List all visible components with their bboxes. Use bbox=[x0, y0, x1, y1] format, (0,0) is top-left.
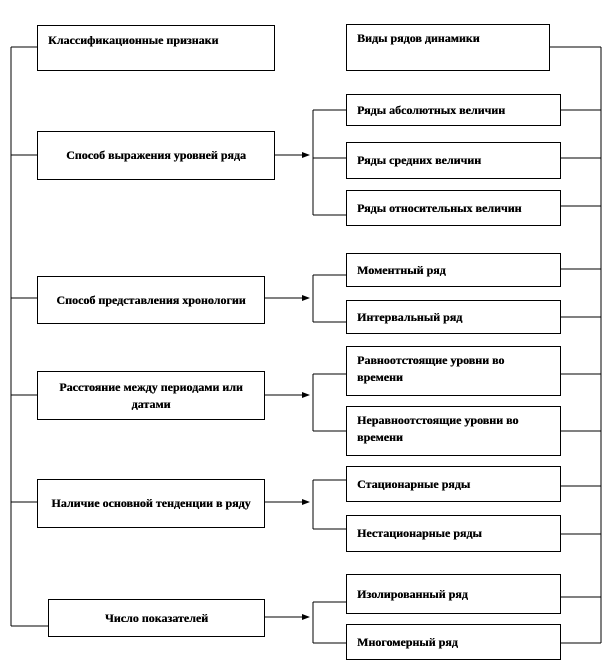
criterion-box-level-expression: Способ выражения уровней ряда bbox=[37, 131, 275, 180]
type-box-relative: Ряды относительных величин bbox=[346, 190, 561, 226]
type-label: Ряды абсолютных величин bbox=[357, 102, 506, 117]
type-box-equidistant: Равноотстоящие уровни во времени bbox=[346, 346, 561, 396]
type-label: Ряды средних величин bbox=[357, 153, 482, 167]
type-label: Равноотстоящие уровни во времени bbox=[357, 353, 505, 384]
type-box-absolute: Ряды абсолютных величин bbox=[346, 94, 561, 126]
classification-header-box: Классификационные признаки bbox=[37, 25, 275, 71]
type-label: Неравноотстоящие уровни во времени bbox=[357, 413, 519, 444]
type-label: Изолированный ряд bbox=[357, 586, 468, 601]
type-box-multidimensional: Многомерный ряд bbox=[346, 624, 561, 660]
criterion-label: Число показателей bbox=[104, 610, 209, 625]
type-label: Многомерный ряд bbox=[357, 634, 458, 649]
type-label: Стационарные ряды bbox=[357, 476, 471, 491]
series-types-header-label: Виды рядов динамики bbox=[357, 31, 480, 45]
criterion-box-indicator-count: Число показателей bbox=[48, 599, 265, 637]
type-box-average: Ряды средних величин bbox=[346, 142, 561, 179]
type-label: Нестационарные ряды bbox=[357, 526, 482, 540]
series-types-header-box: Виды рядов динамики bbox=[346, 24, 550, 71]
type-label: Моментный ряд bbox=[357, 262, 446, 277]
classification-header-label: Классификационные признаки bbox=[48, 33, 219, 47]
criterion-label: Расстояние между периодами или датами bbox=[59, 379, 243, 411]
type-box-non-equidistant: Неравноотстоящие уровни во времени bbox=[346, 406, 561, 456]
criterion-box-main-trend: Наличие основной тенденции в ряду bbox=[37, 479, 265, 528]
criterion-box-period-distance: Расстояние между периодами или датами bbox=[37, 371, 265, 420]
criterion-box-chronology: Способ представления хронологии bbox=[37, 276, 265, 324]
type-box-non-stationary: Нестационарные ряды bbox=[346, 515, 561, 552]
type-box-moment: Моментный ряд bbox=[346, 253, 561, 287]
type-label: Ряды относительных величин bbox=[357, 200, 522, 215]
criterion-label: Способ выражения уровней ряда bbox=[66, 148, 246, 162]
type-box-isolated: Изолированный ряд bbox=[346, 574, 561, 614]
type-box-interval: Интервальный ряд bbox=[346, 300, 561, 334]
criterion-label: Наличие основной тенденции в ряду bbox=[51, 496, 251, 510]
type-box-stationary: Стационарные ряды bbox=[346, 466, 561, 502]
criterion-label: Способ представления хронологии bbox=[56, 292, 246, 307]
type-label: Интервальный ряд bbox=[357, 309, 463, 324]
